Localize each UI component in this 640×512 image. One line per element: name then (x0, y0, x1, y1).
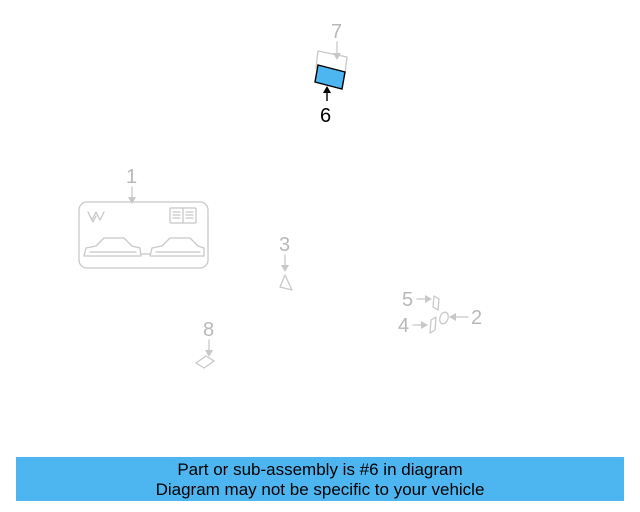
part-8-pad (195, 355, 215, 369)
part-1-placard (78, 201, 209, 269)
part-4-group[interactable]: 4 (398, 315, 437, 337)
part-2-grommet (439, 311, 449, 325)
part-3-group[interactable]: 3 (279, 234, 293, 291)
callout-6: 6 (320, 105, 331, 127)
notice-line-2: Diagram may not be specific to your vehi… (155, 480, 485, 499)
part-5-clip (432, 295, 440, 311)
part-3-triangle (279, 274, 293, 291)
part-8-group[interactable]: 8 (195, 319, 215, 369)
callout-1: 1 (126, 166, 137, 188)
part-6-group[interactable]: 6 (314, 64, 346, 127)
callout-7: 7 (331, 21, 342, 43)
callout-3: 3 (279, 234, 290, 256)
placard-manual-icon (169, 207, 197, 224)
callout-5: 5 (402, 289, 413, 311)
part-4-clip (429, 316, 437, 334)
placard-logo-icon (87, 211, 105, 223)
callout-5-arrowhead (425, 295, 432, 303)
notice-line-1: Part or sub-assembly is #6 in diagram (177, 460, 463, 479)
part-6-label-highlighted[interactable] (314, 64, 346, 90)
callout-1-arrowhead (128, 197, 136, 204)
callout-4: 4 (398, 315, 409, 337)
part-2-group[interactable]: 2 (438, 307, 482, 329)
part-5-group[interactable]: 5 (402, 289, 440, 311)
placard-car-right-icon (149, 237, 205, 257)
callout-8-arrowhead (205, 350, 213, 357)
notice-banner: Part or sub-assembly is #6 in diagram Di… (16, 457, 624, 501)
callout-2: 2 (471, 307, 482, 329)
callout-6-arrowhead (323, 86, 331, 93)
callout-2-arrowhead (449, 313, 456, 321)
callout-3-arrowhead (281, 265, 289, 272)
placard-car-left-icon (83, 237, 142, 257)
callout-4-arrowhead (421, 321, 428, 329)
part-1-group[interactable]: 1 (78, 166, 209, 269)
callout-8: 8 (203, 319, 214, 341)
